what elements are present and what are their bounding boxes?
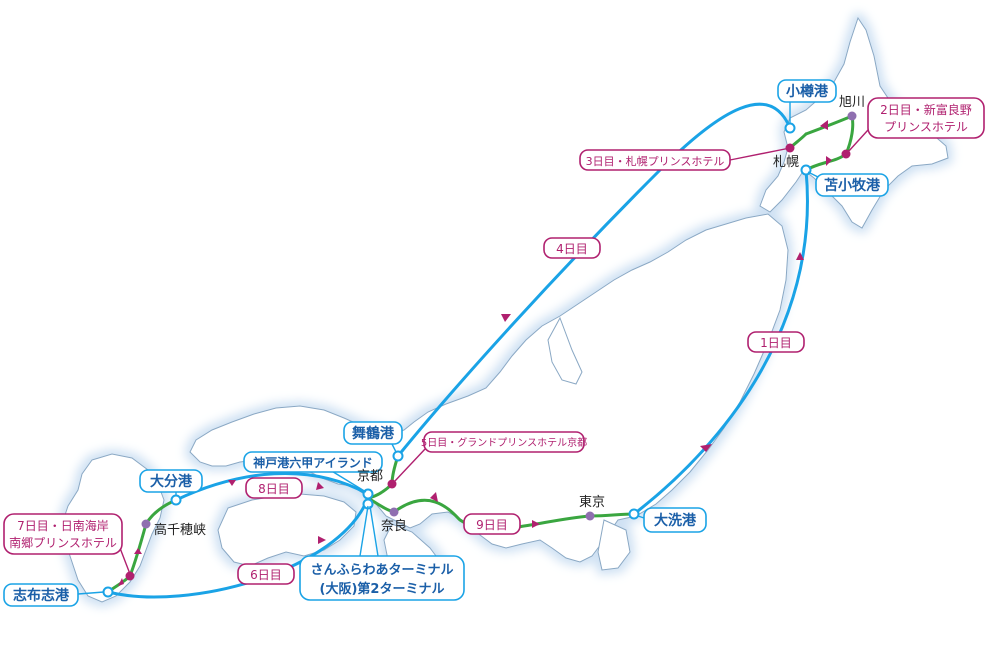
day-labels: 1日目 4日目 6日目 8日目 9日目 [237, 237, 805, 585]
marker-hotel-day7 [125, 571, 135, 581]
marker-nara [389, 507, 399, 517]
leader-day2 [847, 129, 869, 153]
arrow-land-3 [430, 492, 438, 502]
label-hotel-day2-line1: 2日目・新富良野 [880, 102, 972, 117]
arrow-day4 [501, 314, 511, 322]
label-oarai: 大洗港 [654, 512, 697, 529]
label-day1: 1日目 [760, 336, 792, 350]
leader-day7 [119, 547, 131, 575]
land-arrows [118, 120, 832, 586]
marker-shibushi [102, 586, 114, 598]
arrow-land-5 [118, 578, 124, 586]
arrow-day8 [316, 482, 324, 490]
arrow-day6 [318, 536, 326, 544]
arrow-land-6 [134, 548, 142, 554]
label-takachiho: 高千穂峡 [154, 522, 206, 538]
marker-oarai [628, 508, 640, 520]
arrow-day1-a [700, 444, 712, 452]
label-shibushi: 志布志港 [13, 587, 70, 604]
leader-oarai [637, 515, 645, 519]
route-day4-otaru-maizuru [396, 102, 792, 458]
label-sapporo: 札幌 [773, 154, 799, 170]
label-hotel-day3: 3日目・札幌プリンスホテル [586, 154, 725, 168]
leader-osaka-b [369, 505, 379, 557]
arrow-day1-b [796, 252, 804, 260]
leader-lines [77, 102, 869, 595]
label-tokyo: 東京 [579, 494, 605, 510]
marker-otaru [784, 122, 796, 134]
arrow-land-2 [826, 156, 832, 166]
marker-asahikawa [847, 111, 857, 121]
label-oita: 大分港 [150, 473, 193, 490]
arrow-land-4 [532, 520, 540, 528]
label-day9: 9日目 [476, 518, 508, 532]
hotel-labels: 2日目・新富良野 プリンスホテル 3日目・札幌プリンスホテル 5日目・グランドプ… [3, 97, 985, 555]
marker-takachiho [141, 519, 151, 529]
label-day4: 4日目 [556, 242, 588, 256]
port-labels: 小樽港 苫小牧港 舞鶴港 神戸港六甲アイランド 大分港 志布志港 大洗港 さんふ… [3, 79, 889, 607]
marker-tokyo [585, 511, 595, 521]
noto-peninsula [547, 316, 583, 385]
label-day8: 8日目 [258, 482, 290, 496]
label-hotel-day5: 5日目・グランドプリンスホテル京都 [421, 436, 587, 449]
route-nara-tokyo [392, 498, 592, 531]
label-tomakomai: 苫小牧港 [824, 177, 881, 194]
label-osaka-line1: さんふらわあターミナル [310, 563, 453, 578]
leader-maizuru [391, 443, 397, 453]
label-day6: 6日目 [250, 568, 282, 582]
route-arrows [228, 252, 804, 544]
leader-day5 [393, 447, 427, 483]
kanto-peninsula [597, 519, 631, 571]
label-osaka-line2: (大阪)第2ターミナル [320, 581, 445, 597]
city-markers [141, 111, 857, 529]
arrow-kobe [228, 480, 236, 486]
label-kyoto: 京都 [357, 469, 383, 484]
label-hotel-day2-line2: プリンスホテル [884, 120, 968, 134]
label-nara: 奈良 [381, 518, 407, 534]
marker-maizuru [392, 450, 404, 462]
label-asahikawa: 旭川 [839, 95, 865, 110]
leader-day3 [729, 147, 791, 161]
route-day1-oarai-tomakomai [632, 168, 809, 516]
marker-oita [170, 494, 182, 506]
city-labels: 旭川 札幌 京都 奈良 東京 高千穂峡 [154, 95, 865, 538]
leader-kobe [329, 469, 367, 493]
label-kobe: 神戸港六甲アイランド [253, 455, 372, 470]
leader-osaka-a [359, 505, 369, 557]
arrow-land-1 [820, 120, 828, 130]
label-otaru: 小樽港 [786, 83, 829, 100]
leader-shibushi [77, 591, 105, 595]
label-hotel-day7-line2: 南郷プリンスホテル [9, 535, 117, 550]
label-maizuru: 舞鶴港 [352, 425, 395, 442]
label-hotel-day7-line1: 7日目・日南海岸 [17, 518, 109, 533]
